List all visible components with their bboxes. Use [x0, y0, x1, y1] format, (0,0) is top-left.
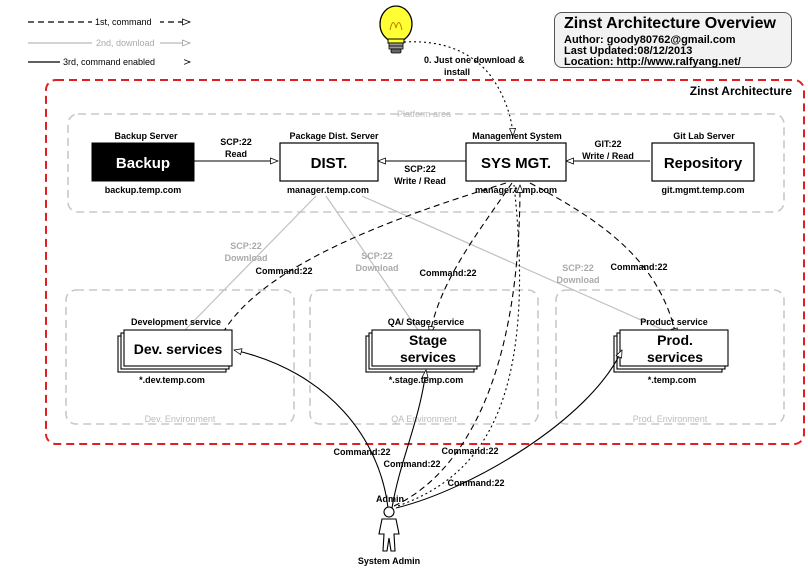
edge-labels: SCP:22 Read SCP:22 Write / Read GIT:22 W…	[220, 137, 667, 285]
admin-dev-label: Command:22	[333, 447, 390, 457]
install-edge	[403, 41, 513, 136]
repository-node: Git Lab Server Repository git.mgmt.temp.…	[651, 131, 755, 195]
scp-write-read-label: SCP:22	[404, 164, 436, 174]
platform-area-label: Platform area	[397, 109, 451, 119]
stage-command-label: Command:22	[419, 268, 476, 278]
download-edge-dev	[184, 195, 317, 331]
info-updated: Last Updated:08/12/2013	[564, 45, 693, 57]
admin-prod-label: Command:22	[447, 478, 504, 488]
git-write-read-label-2: Write / Read	[582, 151, 634, 161]
dev-host: *.dev.temp.com	[139, 375, 205, 385]
prod-environment	[555, 289, 785, 425]
dev-command-label: Command:22	[255, 266, 312, 276]
backup-header: Backup Server	[114, 131, 178, 141]
stage-download-label: SCP:22	[361, 251, 393, 261]
sysmgt-label: SYS MGT.	[481, 155, 551, 172]
dist-host: manager.temp.com	[287, 185, 369, 195]
architecture-boundary	[45, 79, 805, 445]
backup-node: Backup Server Backup backup.temp.com	[91, 131, 195, 195]
download-edges	[184, 195, 669, 333]
stage-services-node: QA/ Stage service Stage services *.stage…	[365, 317, 481, 385]
sysmgt-node: Management System SYS MGT. manager.temp.…	[465, 131, 567, 195]
lightbulb-icon	[379, 5, 413, 54]
dev-download-label: SCP:22	[230, 241, 262, 251]
legend: 1st, command 2nd, download 3rd, command …	[28, 16, 190, 68]
download-edge-prod	[361, 195, 669, 333]
info-author: Author: goody80762@gmail.com	[564, 34, 736, 46]
stage-host: *.stage.temp.com	[389, 375, 464, 385]
admin-edges	[234, 184, 623, 509]
admin-dev-edge	[234, 350, 389, 509]
qa-environment	[309, 289, 539, 425]
prod-download-label: SCP:22	[562, 263, 594, 273]
admin-sysmgt-edge-2	[397, 184, 521, 507]
prod-label-line2: services	[647, 349, 703, 365]
admin-bottom-label: System Admin	[358, 556, 420, 566]
repo-host: git.mgmt.temp.com	[661, 185, 744, 195]
dist-label: DIST.	[311, 155, 348, 172]
download-edge-stage	[325, 195, 419, 331]
dist-box	[279, 142, 379, 182]
admin-stage-label: Command:22	[383, 459, 440, 469]
admin-stage-edge	[391, 370, 426, 509]
admin-person-icon	[378, 506, 400, 552]
dev-label: Dev. services	[134, 341, 223, 357]
legend-third-label: 3rd, command enabled	[63, 57, 155, 67]
prod-services-node: Product service Prod. services *.temp.co…	[613, 317, 729, 385]
scp-read-label: SCP:22	[220, 137, 252, 147]
prod-host: *.temp.com	[648, 375, 697, 385]
admin-sysmgt-label: Command:22	[441, 446, 498, 456]
stage-label-line2: services	[400, 349, 456, 365]
stage-header: QA/ Stage service	[388, 317, 465, 327]
stage-label-line1: Stage	[409, 332, 447, 348]
prod-header: Product service	[640, 317, 708, 327]
legend-second-label: 2nd, download	[96, 38, 155, 48]
info-location: Location: http://www.ralfyang.net/	[564, 56, 741, 68]
sysmgt-box	[465, 142, 567, 182]
prod-command-label: Command:22	[610, 262, 667, 272]
command-edge-dev	[219, 182, 507, 338]
info-title: Zinst Architecture Overview	[564, 15, 776, 32]
backup-box	[91, 142, 195, 182]
dev-header: Development service	[131, 317, 221, 327]
backup-label: Backup	[116, 155, 170, 172]
admin-sysmgt-edge	[393, 185, 520, 507]
scp-read-label-2: Read	[225, 149, 247, 159]
architecture-title: Zinst Architecture	[690, 84, 793, 98]
backup-host: backup.temp.com	[105, 185, 182, 195]
dev-environment	[65, 289, 295, 425]
repo-label: Repository	[664, 155, 743, 172]
dev-services-node: Development service Dev. services *.dev.…	[117, 317, 233, 385]
install-note-line2: install	[444, 67, 470, 77]
qa-environment-label: QA Environment	[391, 414, 457, 424]
sysmgt-host: manager.temp.com	[475, 185, 557, 195]
command-edge-stage	[430, 182, 513, 334]
sysmgt-header: Management System	[472, 131, 562, 141]
prod-environment-label: Prod. Environment	[633, 414, 708, 424]
dist-node: Package Dist. Server DIST. manager.temp.…	[279, 131, 379, 195]
stage-download-label-2: Download	[356, 263, 399, 273]
repo-header: Git Lab Server	[673, 131, 735, 141]
prod-download-label-2: Download	[557, 275, 600, 285]
legend-first-label: 1st, command	[95, 17, 152, 27]
dev-download-label-2: Download	[225, 253, 268, 263]
command-edges	[219, 182, 676, 338]
prod-label-line1: Prod.	[657, 332, 693, 348]
admin-top-label: Admin	[376, 494, 404, 504]
dist-header: Package Dist. Server	[289, 131, 379, 141]
repo-box	[651, 142, 755, 182]
install-note-line1: 0. Just one download &	[424, 55, 525, 65]
git-write-read-label: GIT:22	[594, 139, 621, 149]
command-edge-prod	[529, 182, 676, 336]
dev-environment-label: Dev. Environment	[145, 414, 216, 424]
dev-box	[123, 329, 233, 367]
prod-box	[619, 329, 729, 367]
scp-write-read-label-2: Write / Read	[394, 176, 446, 186]
stage-box	[371, 329, 481, 367]
info-box: Zinst Architecture Overview Author: good…	[554, 12, 792, 68]
admin-prod-edge	[395, 350, 623, 509]
